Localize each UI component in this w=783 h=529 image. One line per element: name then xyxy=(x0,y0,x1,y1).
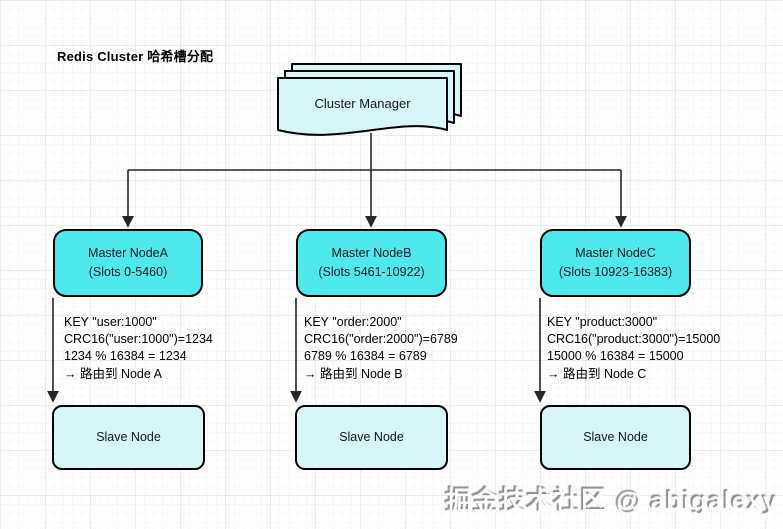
cluster-manager-label: Cluster Manager xyxy=(314,96,411,111)
master-node-c: Master NodeC (Slots 10923-16383) xyxy=(540,229,691,297)
annotation-line: 15000 % 16384 = 15000 xyxy=(547,349,684,364)
annotation-line: → 路由到 Node B xyxy=(304,366,403,381)
annotation-line: 1234 % 16384 = 1234 xyxy=(64,349,187,364)
master-node-slots: (Slots 5461-10922) xyxy=(318,265,425,279)
master-node-slots: (Slots 10923-16383) xyxy=(558,265,673,279)
slave-node-a: Slave Node xyxy=(52,405,205,470)
annotation-line: CRC16("product:3000")=15000 xyxy=(547,332,721,347)
annotation-line: KEY "user:1000" xyxy=(64,315,157,329)
master-node-b: Master NodeB (Slots 5461-10922) xyxy=(296,229,447,297)
slave-node-label: Slave Node xyxy=(339,430,404,444)
slave-node-label: Slave Node xyxy=(96,430,161,444)
annotation-node-c: KEY "product:3000" CRC16("product:3000")… xyxy=(547,314,767,383)
annotation-line: 6789 % 16384 = 6789 xyxy=(304,349,427,364)
annotation-line: → 路由到 Node C xyxy=(547,366,647,381)
master-node-name: Master NodeC xyxy=(575,246,656,260)
master-node-slots: (Slots 0-5460) xyxy=(88,265,168,279)
document-shape-front xyxy=(277,77,448,136)
master-node-name: Master NodeA xyxy=(88,246,168,260)
annotation-line: KEY "order:2000" xyxy=(304,315,402,329)
diagram-title: Redis Cluster 哈希槽分配 xyxy=(57,49,214,64)
slave-node-c: Slave Node xyxy=(540,405,691,470)
master-node-name: Master NodeB xyxy=(331,246,412,260)
cluster-manager-shape: Cluster Manager xyxy=(277,63,462,136)
watermark-text: 掘金技术社区 @ abigalexy xyxy=(446,486,779,516)
slave-node-label: Slave Node xyxy=(583,430,648,444)
slave-node-b: Slave Node xyxy=(295,405,448,470)
annotation-line: KEY "product:3000" xyxy=(547,315,658,329)
annotation-line: CRC16("user:1000")=1234 xyxy=(64,332,213,347)
annotation-node-a: KEY "user:1000" CRC16("user:1000")=1234 … xyxy=(64,314,284,383)
annotation-node-b: KEY "order:2000" CRC16("order:2000")=678… xyxy=(304,314,524,383)
annotation-line: → 路由到 Node A xyxy=(64,366,162,381)
master-node-a: Master NodeA (Slots 0-5460) xyxy=(53,229,203,297)
annotation-line: CRC16("order:2000")=6789 xyxy=(304,332,458,347)
